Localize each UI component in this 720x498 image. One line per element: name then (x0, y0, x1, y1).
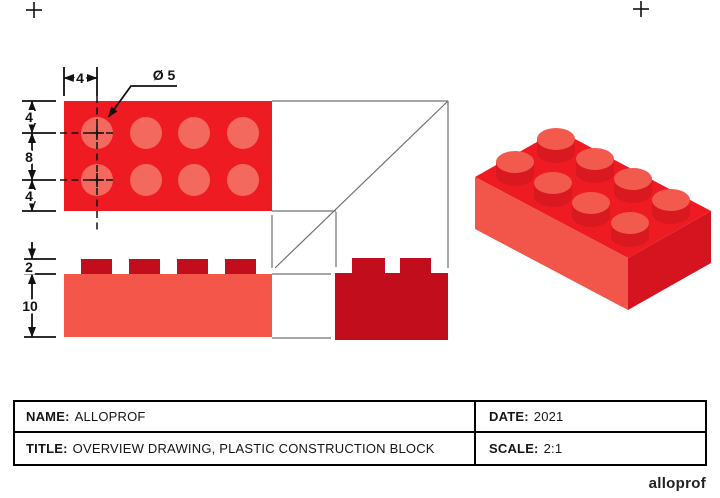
iso-stud (496, 151, 534, 186)
scale-value: 2:1 (543, 441, 563, 456)
top-view (60, 96, 272, 232)
title-block-name-cell: NAME: ALLOPROF (15, 402, 476, 433)
iso-right-face (628, 211, 711, 310)
iso-stud (537, 128, 575, 163)
side-view-stud (352, 258, 385, 274)
dim-label-bottom: 4 (25, 188, 33, 204)
iso-stud (611, 212, 649, 247)
side-view (335, 258, 448, 340)
title-block-scale-cell: SCALE: 2:1 (476, 433, 705, 464)
title-value: OVERVIEW DRAWING, PLASTIC CONSTRUCTION B… (72, 441, 435, 456)
alloprof-logo: alloprof (648, 475, 706, 492)
dim-label-stud-height: 2 (25, 259, 33, 275)
iso-studs (496, 128, 690, 247)
date-value: 2021 (533, 409, 564, 424)
dim-label-stud-offset: 4 (76, 70, 84, 86)
scale-label: SCALE: (489, 441, 539, 456)
center-crosses (90, 126, 104, 187)
date-label: DATE: (489, 409, 529, 424)
corner-mark-right (633, 1, 649, 17)
dim-label-middle: 8 (25, 149, 33, 165)
iso-front-face (475, 177, 628, 310)
miter-diagonal (274, 100, 449, 269)
center-lines (60, 96, 113, 232)
name-label: NAME: (26, 409, 70, 424)
corner-mark-left (26, 2, 42, 18)
iso-stud (652, 189, 690, 224)
dim-label-body-height: 10 (22, 298, 38, 314)
projection-lines (271, 100, 449, 339)
corner-marks (26, 1, 649, 18)
dim-label-diameter: Ø 5 (153, 67, 176, 83)
top-view-dimensions: 4 Ø 5 4 8 4 (22, 65, 178, 212)
side-view-stud (400, 258, 431, 274)
title-block-title-cell: TITLE: OVERVIEW DRAWING, PLASTIC CONSTRU… (15, 433, 476, 464)
title-label: TITLE: (26, 441, 68, 456)
iso-stud (614, 168, 652, 203)
front-view-dimensions: 2 10 (20, 242, 56, 338)
side-view-body (335, 273, 448, 340)
diameter-leader (107, 85, 177, 118)
front-view-body (64, 274, 272, 337)
name-value: ALLOPROF (74, 409, 146, 424)
title-block: NAME: ALLOPROF DATE: 2021 TITLE: OVERVIE… (13, 400, 707, 466)
title-block-date-cell: DATE: 2021 (476, 402, 705, 433)
iso-stud (572, 192, 610, 227)
iso-stud (534, 172, 572, 207)
drawing-canvas: 4 Ø 5 4 8 4 (20, 1, 711, 340)
iso-stud (576, 148, 614, 183)
dim-label-top: 4 (25, 109, 33, 125)
isometric-view (475, 128, 711, 310)
front-view (64, 259, 272, 337)
front-view-studs (81, 259, 256, 275)
